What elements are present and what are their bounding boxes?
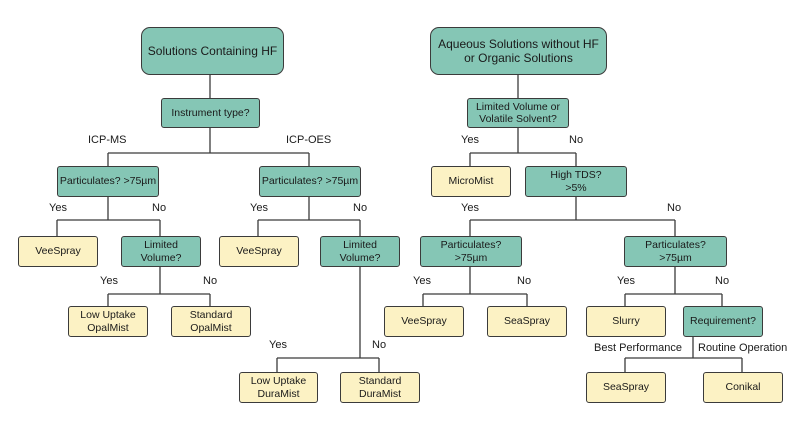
connector — [469, 197, 676, 236]
edge-label-no: No — [203, 275, 218, 287]
edge-label-no: No — [353, 202, 368, 214]
answer-micromist: MicroMist — [431, 166, 511, 197]
edge-label-no: No — [667, 202, 682, 214]
edge-label-no: No — [569, 134, 584, 146]
root-aqueous-or-organic: Aqueous Solutions without HF or Organic … — [430, 27, 607, 75]
question-high-tds: High TDS? >5% — [525, 166, 627, 197]
edge-label-routine-operation: Routine Operation — [698, 342, 788, 354]
question-particulates-icp-ms: Particulates? >75µm — [57, 166, 159, 197]
edge-label-no: No — [517, 275, 532, 287]
edge-label-icp-ms: ICP-MS — [88, 134, 127, 146]
edge-label-yes: Yes — [49, 202, 67, 214]
answer-seaspray-best: SeaSpray — [586, 372, 666, 403]
question-particulates-high-tds: Particulates? >75µm — [624, 236, 727, 267]
edge-label-yes: Yes — [413, 275, 431, 287]
answer-conikal: Conikal — [703, 372, 783, 403]
question-limited-volume-icp-ms: Limited Volume? — [121, 236, 201, 267]
question-limited-volume-icp-oes: Limited Volume? — [320, 236, 400, 267]
answer-veespray-icp-oes: VeeSpray — [219, 236, 299, 267]
connector — [624, 337, 743, 372]
answer-veespray-aqueous: VeeSpray — [384, 306, 464, 337]
answer-veespray-icp-ms: VeeSpray — [18, 236, 98, 267]
answer-standard-opalmist: Standard OpalMist — [171, 306, 251, 337]
answer-low-uptake-duramist: Low Uptake DuraMist — [239, 372, 318, 403]
question-requirement: Requirement? — [683, 306, 763, 337]
answer-low-uptake-opalmist: Low Uptake OpalMist — [68, 306, 148, 337]
edge-label-yes: Yes — [461, 202, 479, 214]
answer-slurry: Slurry — [586, 306, 666, 337]
question-limited-volume-volatile: Limited Volume or Volatile Solvent? — [467, 98, 569, 128]
edge-label-best-performance: Best Performance — [594, 342, 683, 354]
edge-label-icp-oes: ICP-OES — [286, 134, 332, 146]
connector — [276, 267, 380, 372]
question-instrument-type: Instrument type? — [161, 98, 260, 128]
edge-label-yes: Yes — [269, 339, 287, 351]
edge-label-yes: Yes — [461, 134, 479, 146]
connector — [56, 197, 161, 236]
question-particulates-low-tds: Particulates? >75µm — [420, 236, 522, 267]
edge-label-no: No — [715, 275, 730, 287]
answer-seaspray-aqueous: SeaSpray — [487, 306, 567, 337]
edge-label-no: No — [152, 202, 167, 214]
connector — [469, 128, 577, 166]
edge-label-no: No — [372, 339, 387, 351]
connector — [624, 267, 723, 306]
edge-label-yes: Yes — [250, 202, 268, 214]
connector — [422, 267, 528, 306]
edge-label-yes: Yes — [100, 275, 118, 287]
connector — [257, 197, 361, 236]
edge-label-yes: Yes — [617, 275, 635, 287]
answer-standard-duramist: Standard DuraMist — [340, 372, 420, 403]
question-particulates-icp-oes: Particulates? >75µm — [259, 166, 361, 197]
connector — [107, 267, 211, 306]
connector — [107, 128, 310, 166]
root-solutions-containing-hf: Solutions Containing HF — [141, 27, 284, 75]
